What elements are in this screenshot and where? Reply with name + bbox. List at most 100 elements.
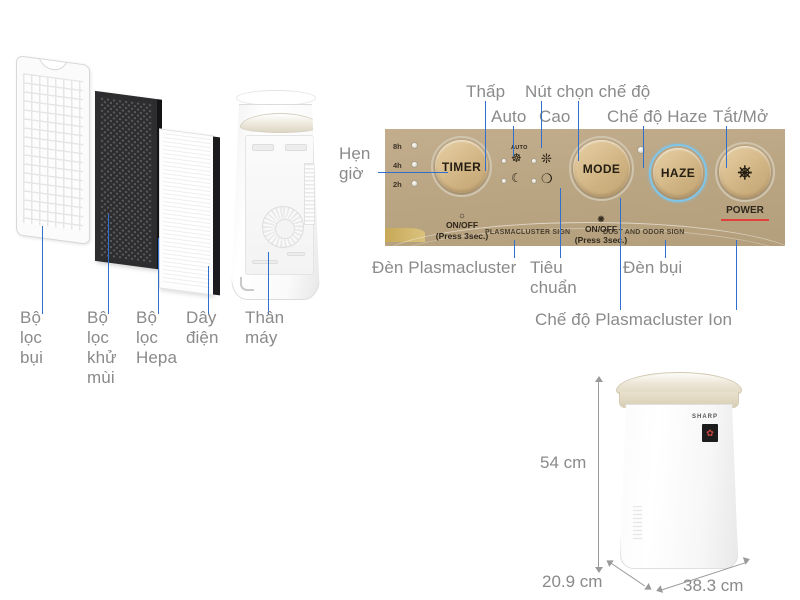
exploded-parts-diagram [0, 40, 330, 314]
callout-low: Thấp [466, 82, 506, 101]
label-power-cord: Dây điện [186, 308, 219, 348]
width-arrow-a [654, 585, 664, 595]
leader-plasmacluster-lamp [514, 240, 515, 258]
hepa-filter-part [159, 128, 220, 296]
low-mode-led [501, 178, 507, 184]
timer-button[interactable]: TIMER [431, 136, 492, 197]
callout-dust-lamp: Đèn bụi [623, 258, 683, 277]
label-main-body: Thân máy [245, 308, 285, 348]
leader-power-cord [208, 266, 209, 314]
plasma-icon: ❋ [597, 213, 605, 224]
haze-button[interactable]: HAZE [649, 144, 707, 202]
depth-dim-text: 20.9 cm [542, 572, 603, 591]
leader-plasmacluster-ion [620, 198, 621, 310]
body-fan-icon [262, 206, 304, 248]
hepa-pleat-texture [163, 132, 210, 292]
timer-tick-2h-label: 2h [393, 180, 402, 189]
leader-high [541, 101, 542, 148]
leader-hepa-filter [158, 238, 159, 314]
deodorizing-filter-part [95, 90, 162, 270]
fan-icon: ❊ [541, 151, 552, 166]
mode-onoff-sublabel: ❋ ON/OFF (Press 3sec.) [565, 203, 637, 246]
callout-auto: Auto [491, 107, 527, 126]
leader-auto [513, 126, 514, 156]
body-slot-c [252, 260, 278, 264]
power-underline [721, 219, 769, 221]
main-body-part [228, 88, 323, 300]
height-arrow-down [595, 567, 603, 573]
dust-filter-grid [23, 73, 83, 231]
unit-body [620, 404, 738, 569]
plasmacluster-sign-text: PLASMACLUSTER SIGN [485, 229, 571, 236]
sun-icon: ☼ [458, 209, 466, 220]
label-dust-filter: Bộ lọc bụi [20, 308, 43, 368]
timer-onoff-sublabel: ☼ ON/OFF (Press 3sec.) [429, 199, 495, 242]
mode-button[interactable]: MODE [569, 136, 634, 201]
depth-arrow-b [644, 583, 654, 593]
leader-power [726, 126, 727, 168]
leader-haze-mode [643, 126, 644, 168]
body-slot-a [252, 144, 274, 151]
mode-onoff-text: ON/OFF (Press 3sec.) [574, 224, 628, 245]
width-arrow-b [742, 555, 752, 565]
callout-mode-select: Nút chọn chế độ [525, 82, 651, 101]
auto-swirl-icon: ☸ [511, 151, 522, 165]
unit-side-vent [633, 506, 642, 540]
high-mode-led [531, 158, 537, 164]
body-side-vent [304, 163, 315, 225]
power-button[interactable]: ⎈ [715, 142, 775, 202]
power-icon: ⎈ [737, 161, 753, 182]
leader-main-body [268, 252, 269, 314]
timer-tick-4h-label: 4h [393, 161, 402, 170]
leader-mode-select [578, 101, 579, 161]
dust-odor-sign-text: DUST AND ODOR SIGN [603, 229, 685, 236]
haze-indicator-led [637, 146, 645, 154]
label-carbon-filter: Bộ lọc khử mùi [87, 308, 117, 388]
height-arrow-up [595, 376, 603, 382]
timer-tick-8h-led [411, 142, 418, 149]
body-top-rim [240, 113, 320, 133]
height-dim-text: 54 cm [540, 453, 587, 472]
auto-word-label: AUTO [511, 145, 528, 151]
body-top-lip [236, 90, 316, 106]
leader-timer [378, 172, 448, 173]
timer-onoff-text: ON/OFF (Press 3sec.) [435, 220, 489, 241]
width-dim-text: 38.3 cm [683, 576, 744, 595]
callout-standard: Tiêu chuẩn [530, 258, 577, 298]
timer-tick-4h-led [411, 161, 418, 168]
leader-carbon-filter [108, 214, 109, 314]
fan-ion-icon: ❍ [541, 171, 553, 186]
timer-tick-2h-led [411, 180, 418, 187]
leader-low [485, 101, 486, 171]
brand-logo: SHARP [691, 414, 718, 420]
leader-dust-lamp [665, 240, 666, 258]
haze-button-label: HAZE [660, 166, 696, 180]
hepa-filter-edge [213, 136, 220, 296]
moon-icon: ☾ [511, 171, 522, 185]
body-slot-b [285, 144, 307, 151]
power-label: POWER [726, 205, 764, 216]
body-slot-d [287, 252, 305, 256]
callout-power: Tắt/Mở [713, 107, 769, 126]
power-cord-hook [240, 277, 254, 291]
plasmacluster-badge: ✿ [702, 424, 718, 442]
dimension-diagram: SHARP ✿ 54 cm 20.9 cm 38.3 cm [540, 360, 800, 600]
body-shell [231, 104, 320, 300]
callout-timer: Hẹn giờ [339, 144, 371, 184]
timer-tick-8h-label: 8h [393, 142, 402, 151]
leader-ion-right [736, 240, 737, 310]
control-panel: 8h 4h 2h TIMER ☼ ON/OFF (Press 3sec.) AU… [385, 129, 785, 246]
label-hepa-filter: Bộ lọc Hepa [136, 308, 178, 368]
callout-haze-mode: Chế độ Haze [607, 107, 708, 126]
dust-filter-notch [38, 55, 68, 72]
leader-standard [560, 188, 561, 258]
panel-curve-line-2 [385, 228, 785, 246]
auto-mode-led [501, 158, 507, 164]
mode-button-label: MODE [582, 161, 621, 176]
unit-3d-render: SHARP ✿ [612, 372, 744, 572]
callout-high: Cao [539, 107, 571, 126]
leader-dust-filter [42, 226, 43, 314]
dust-prefilter-part [16, 55, 90, 245]
callout-plasmacluster-lamp: Đèn Plasmacluster [372, 258, 517, 277]
